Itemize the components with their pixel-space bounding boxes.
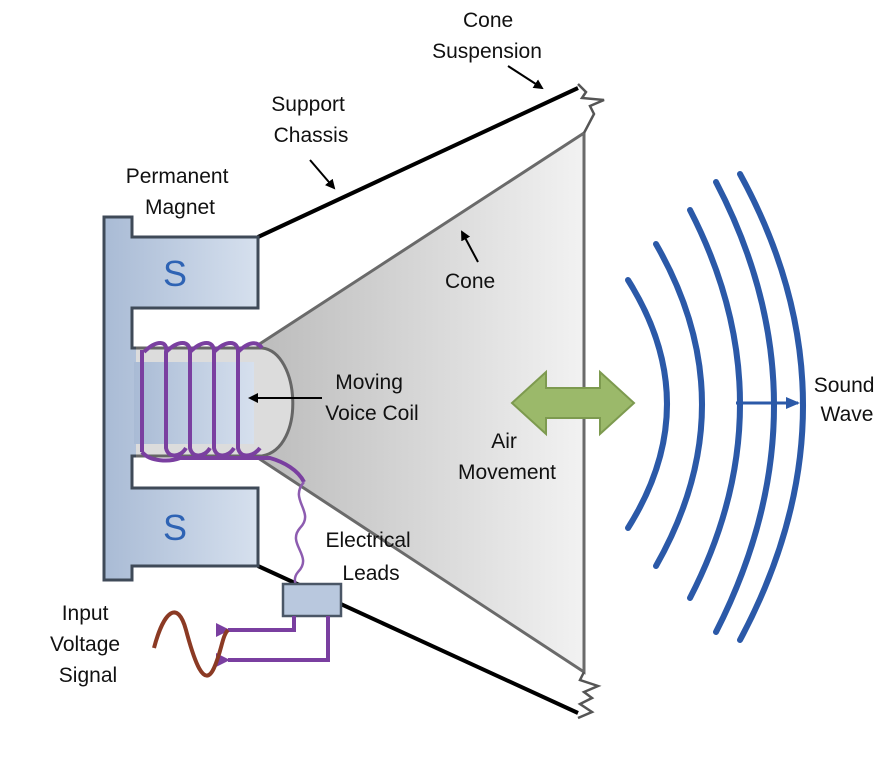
label-sound-wave: Sound Wave xyxy=(814,374,881,426)
label-moving-voice-coil: Moving Voice Coil xyxy=(325,371,418,425)
cone-suspension-pointer xyxy=(507,65,544,90)
input-signal-wave xyxy=(152,610,230,678)
label-input-voltage-signal: Input Voltage Signal xyxy=(50,602,126,687)
label-cone-suspension: Cone Suspension xyxy=(432,9,542,63)
label-permanent-magnet: Permanent Magnet xyxy=(126,165,235,219)
pole-south-top: S xyxy=(163,253,187,294)
voice-coil xyxy=(140,341,306,484)
support-chassis-pointer xyxy=(309,159,336,190)
pole-south-bottom: S xyxy=(163,507,187,548)
label-cone: Cone xyxy=(445,270,495,293)
cone-pointer xyxy=(461,230,479,263)
sound-waves xyxy=(625,171,806,643)
cone-suspension-bottom xyxy=(577,671,602,720)
cone-suspension-top xyxy=(577,83,605,134)
label-support-chassis: Support Chassis xyxy=(271,93,350,147)
label-air-movement: Air Movement xyxy=(458,430,556,484)
air-movement-arrow xyxy=(510,369,636,437)
support-chassis-top xyxy=(257,86,579,239)
lead-wire-upper xyxy=(216,616,296,637)
label-electrical-leads: Electrical Leads xyxy=(325,529,416,585)
terminal-block xyxy=(281,582,343,618)
lead-wire-lower xyxy=(216,616,330,667)
